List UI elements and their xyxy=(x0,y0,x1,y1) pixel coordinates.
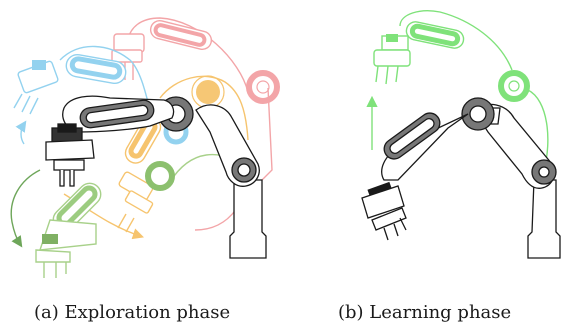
learned-arm-green xyxy=(366,10,549,171)
panel-a-exploration xyxy=(10,17,280,278)
caption-learning: (b) Learning phase xyxy=(338,302,512,323)
robot-arm-learning xyxy=(361,97,561,259)
caption-exploration: (a) Exploration phase xyxy=(34,302,231,323)
ghost-arm-green xyxy=(10,153,251,278)
robot-arm-current xyxy=(45,95,267,259)
panel-b-learning xyxy=(361,10,561,259)
ghost-arm-blue xyxy=(13,45,189,145)
